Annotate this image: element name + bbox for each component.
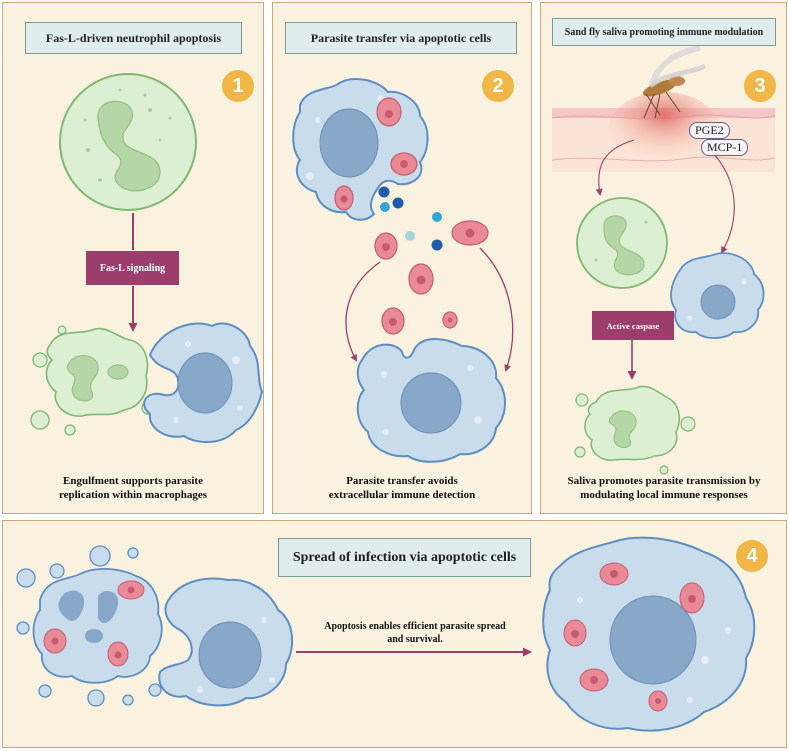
- step-4-badge: 4: [736, 540, 768, 572]
- panel-4-title: Spread of infection via apoptotic cells: [278, 538, 531, 577]
- engulfing-macrophage-4: [158, 577, 294, 707]
- panel-2-caption-line-2: extracellular immune detection: [328, 489, 476, 501]
- mcp1-label: MCP-1: [701, 139, 749, 156]
- panel-3-caption-line-1: Saliva promotes parasite transmission by: [567, 475, 761, 487]
- neutrophil-healthy: [59, 73, 197, 211]
- skin-tissue: [551, 92, 776, 172]
- panel-4-arrow-caption-line-2: and survival.: [387, 634, 443, 645]
- pge2-label: PGE2: [689, 122, 730, 139]
- neutrophil-panel3: [576, 197, 668, 289]
- panel-4-arrow-caption: Apoptosis enables efficient parasite spr…: [300, 620, 530, 646]
- panel-1-caption-line-2: replication within macrophages: [58, 489, 208, 501]
- apoptotic-infected-cell: [16, 545, 163, 707]
- sand-fly-icon: [642, 45, 707, 119]
- infected-macrophage-4: [542, 536, 756, 732]
- panel-3-title: Sand fly saliva promoting immune modulat…: [552, 18, 776, 46]
- receiving-macrophage: [356, 338, 506, 463]
- panel-1-caption-line-1: Engulfment supports parasite: [63, 475, 203, 487]
- step-1-badge: 1: [222, 70, 254, 102]
- panel-4-arrow-caption-line-1: Apoptosis enables efficient parasite spr…: [324, 621, 506, 632]
- macrophage-panel3: [670, 252, 765, 339]
- infected-macrophage: [292, 77, 429, 221]
- vesicles: [378, 186, 443, 251]
- panel-2-caption: Parasite transfer avoids extracellular i…: [296, 474, 508, 502]
- macrophage-engulfing-1: [143, 322, 264, 443]
- panel-1-caption: Engulfment supports parasite replication…: [30, 474, 236, 502]
- panel-2-caption-line-1: Parasite transfer avoids: [346, 475, 458, 487]
- panel-2-title: Parasite transfer via apoptotic cells: [285, 22, 517, 54]
- panel-1-title: Fas-L-driven neutrophil apoptosis: [25, 22, 242, 54]
- apoptotic-neutrophil-3: [574, 385, 696, 475]
- panel-3-caption: Saliva promotes parasite transmission by…: [550, 474, 778, 502]
- active-caspase-label: Active caspase: [592, 311, 674, 340]
- parasites-panel2: [334, 97, 489, 335]
- step-2-badge: 2: [482, 70, 514, 102]
- panel-3-caption-line-2: modulating local immune responses: [580, 489, 748, 501]
- fas-l-signaling-label: Fas-L signaling: [86, 251, 179, 285]
- apoptotic-neutrophil-1: [30, 325, 155, 436]
- step-3-badge: 3: [744, 70, 776, 102]
